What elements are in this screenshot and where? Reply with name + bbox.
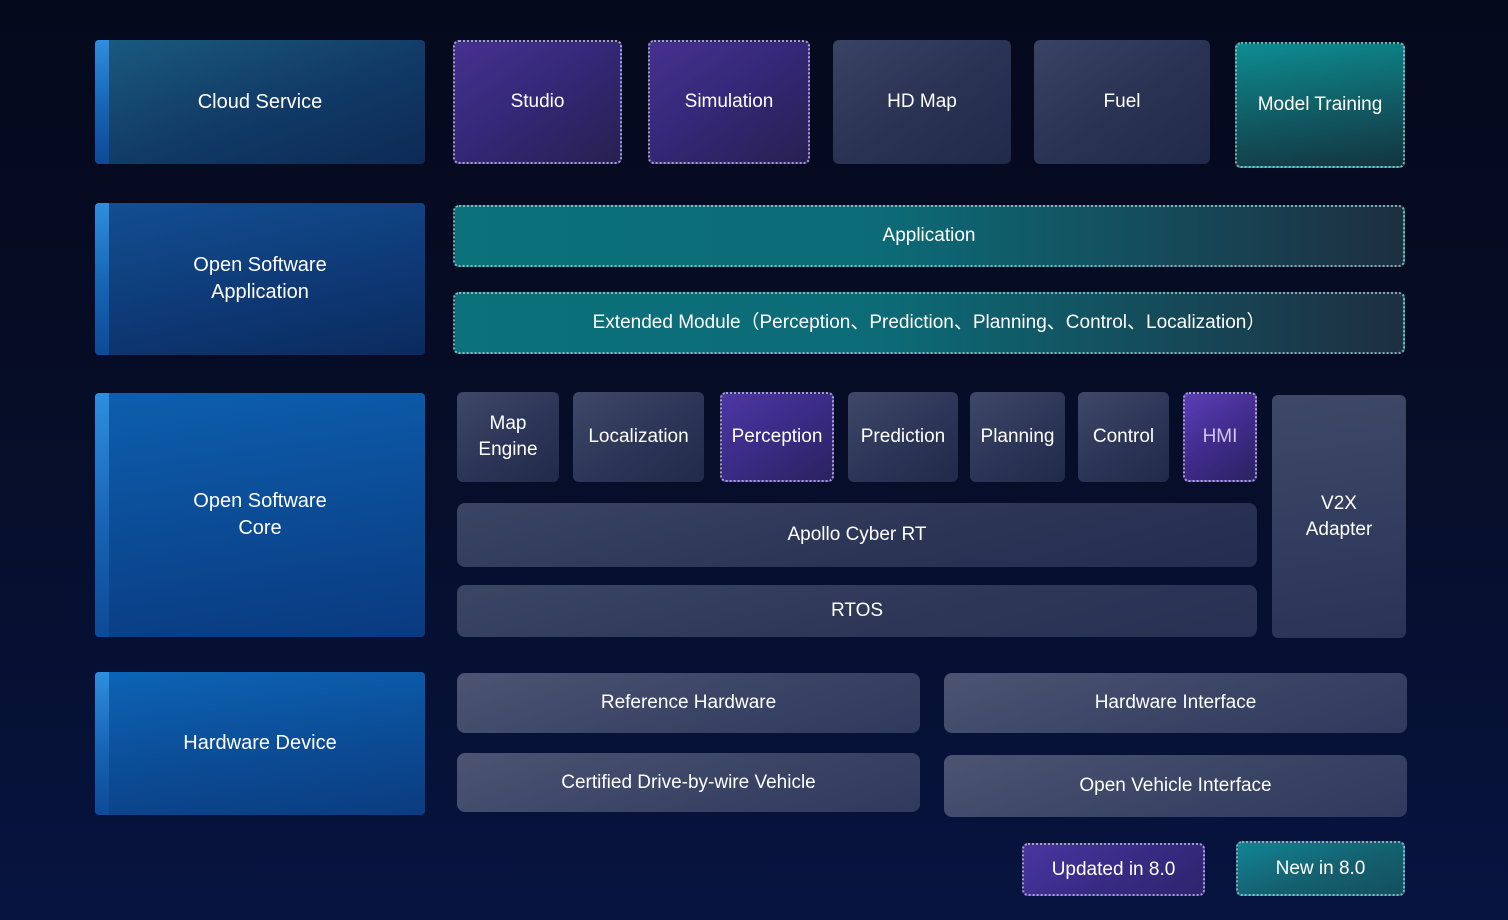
fuel-box: Fuel — [1034, 40, 1210, 164]
extended-module-bar: Extended Module（Perception、Prediction、Pl… — [453, 292, 1405, 354]
model-training-label: Model Training — [1257, 94, 1383, 116]
hardware-device-label: Hardware Device — [183, 732, 337, 754]
localization-label: Localization — [588, 426, 689, 448]
v2x-adapter-box: V2X Adapter — [1272, 395, 1406, 638]
rtos-label: RTOS — [830, 600, 884, 622]
prediction-box: Prediction — [848, 392, 958, 482]
control-label: Control — [1092, 426, 1155, 448]
rtos-bar: RTOS — [457, 585, 1257, 637]
legend-updated-badge: Updated in 8.0 — [1022, 843, 1205, 896]
fuel-label: Fuel — [1103, 91, 1141, 113]
hd-map-box: HD Map — [833, 40, 1011, 164]
open-software-application-box: Open Software Application — [95, 203, 425, 355]
studio-box: Studio — [453, 40, 622, 164]
reference-hardware-label: Reference Hardware — [600, 692, 777, 714]
prediction-label: Prediction — [860, 426, 946, 448]
open-software-application-label: Open Software Application — [193, 254, 327, 303]
application-bar: Application — [453, 205, 1405, 267]
cloud-service-label: Cloud Service — [197, 90, 323, 113]
simulation-box: Simulation — [648, 40, 810, 164]
planning-box: Planning — [970, 392, 1065, 482]
open-software-core-label: Open Software Core — [193, 490, 327, 539]
map-engine-label: Map Engine — [478, 413, 538, 460]
planning-label: Planning — [980, 426, 1055, 448]
studio-label: Studio — [510, 91, 565, 113]
hd-map-label: HD Map — [887, 91, 957, 113]
simulation-label: Simulation — [684, 91, 774, 113]
accent-bar — [95, 203, 109, 355]
apollo-cyber-rt-bar: Apollo Cyber RT — [457, 503, 1257, 567]
certified-vehicle-label: Certified Drive-by-wire Vehicle — [561, 771, 816, 793]
map-engine-box: Map Engine — [457, 392, 559, 482]
hardware-interface-box: Hardware Interface — [944, 673, 1407, 733]
v2x-adapter-label: V2X Adapter — [1305, 492, 1373, 540]
localization-box: Localization — [573, 392, 704, 482]
hmi-label: HMI — [1202, 426, 1238, 448]
legend-new-label: New in 8.0 — [1275, 857, 1366, 879]
open-vehicle-interface-box: Open Vehicle Interface — [944, 755, 1407, 817]
perception-box: Perception — [720, 392, 834, 482]
open-vehicle-interface-label: Open Vehicle Interface — [1079, 775, 1272, 797]
extended-module-label: Extended Module（Perception、Prediction、Pl… — [592, 312, 1266, 334]
cloud-service-box: Cloud Service — [95, 40, 425, 164]
control-box: Control — [1078, 392, 1169, 482]
perception-label: Perception — [731, 426, 823, 448]
apollo-cyber-rt-label: Apollo Cyber RT — [787, 524, 927, 546]
hardware-interface-label: Hardware Interface — [1094, 692, 1257, 714]
model-training-box: Model Training — [1235, 42, 1405, 168]
hardware-device-box: Hardware Device — [95, 672, 425, 815]
hmi-box: HMI — [1183, 392, 1257, 482]
accent-bar — [95, 393, 109, 637]
accent-bar — [95, 40, 109, 164]
application-label: Application — [882, 225, 976, 247]
legend-updated-label: Updated in 8.0 — [1051, 858, 1176, 880]
accent-bar — [95, 672, 109, 815]
certified-vehicle-box: Certified Drive-by-wire Vehicle — [457, 753, 920, 812]
reference-hardware-box: Reference Hardware — [457, 673, 920, 733]
legend-new-badge: New in 8.0 — [1236, 841, 1405, 896]
open-software-core-box: Open Software Core — [95, 393, 425, 637]
